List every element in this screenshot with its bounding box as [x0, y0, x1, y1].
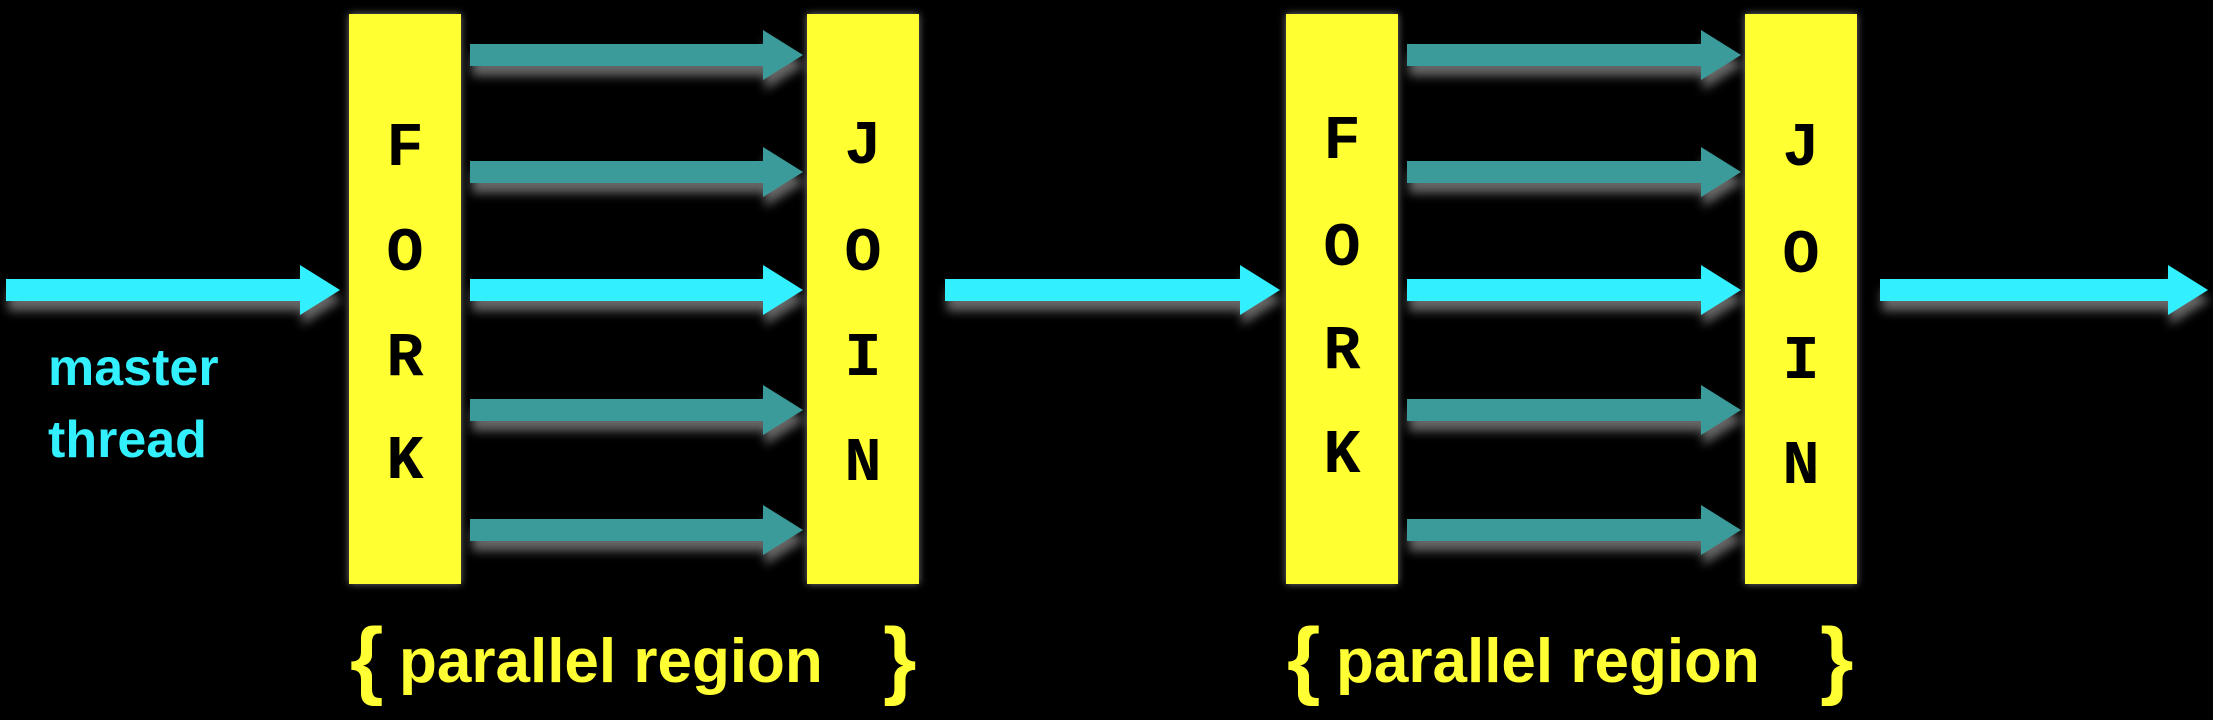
fork-letter: O: [386, 218, 423, 289]
fork-letter: F: [386, 113, 423, 184]
worker-thread-arrow: [470, 385, 803, 435]
join-letter: N: [844, 428, 881, 499]
fork-letter: F: [1323, 106, 1360, 177]
region-1: F O R K J O I N { parallel region }: [349, 14, 919, 707]
master-thread-arrow: [945, 265, 1280, 315]
worker-thread-arrow: [1407, 385, 1741, 435]
worker-thread-arrows-region-2: [1407, 30, 1741, 555]
join-letter: I: [1782, 326, 1819, 397]
master-thread-arrows: [6, 265, 2208, 315]
master-thread-label: master thread: [48, 339, 219, 469]
worker-thread-arrow: [470, 30, 803, 80]
worker-thread-arrows-region-1: [470, 30, 803, 555]
join-letter: J: [844, 111, 881, 182]
worker-thread-arrow: [1407, 505, 1741, 555]
region-brace-open: {: [1287, 611, 1320, 707]
join-letter: N: [1782, 431, 1819, 502]
master-thread-arrow: [6, 265, 340, 315]
fork-letter: K: [386, 426, 424, 497]
master-thread-arrow: [470, 265, 803, 315]
master-label-line-1: master: [48, 339, 219, 397]
join-bar: [807, 14, 919, 584]
worker-thread-arrow: [1407, 147, 1741, 197]
join-letter: I: [844, 323, 881, 394]
join-bar: [1745, 14, 1857, 584]
join-letter: O: [1782, 220, 1819, 291]
fork-bar: [349, 14, 461, 584]
master-thread-arrow: [1880, 265, 2208, 315]
region-2: F O R K J O I N { parallel region }: [1286, 14, 1857, 707]
join-letter: J: [1782, 113, 1819, 184]
fork-letter: R: [386, 323, 424, 394]
fork-letter: K: [1323, 420, 1361, 491]
master-label-line-2: thread: [48, 411, 207, 469]
fork-bar: [1286, 14, 1398, 584]
region-brace-open: {: [350, 611, 383, 707]
fork-letter: O: [1323, 213, 1360, 284]
region-label: parallel region: [1336, 627, 1760, 696]
region-brace-close: }: [883, 611, 916, 707]
master-thread-arrow: [1407, 265, 1741, 315]
region-label: parallel region: [399, 627, 823, 696]
fork-letter: R: [1323, 316, 1361, 387]
region-brace-close: }: [1820, 611, 1853, 707]
worker-thread-arrow: [1407, 30, 1741, 80]
worker-thread-arrow: [470, 147, 803, 197]
worker-thread-arrow: [470, 505, 803, 555]
join-letter: O: [844, 218, 881, 289]
